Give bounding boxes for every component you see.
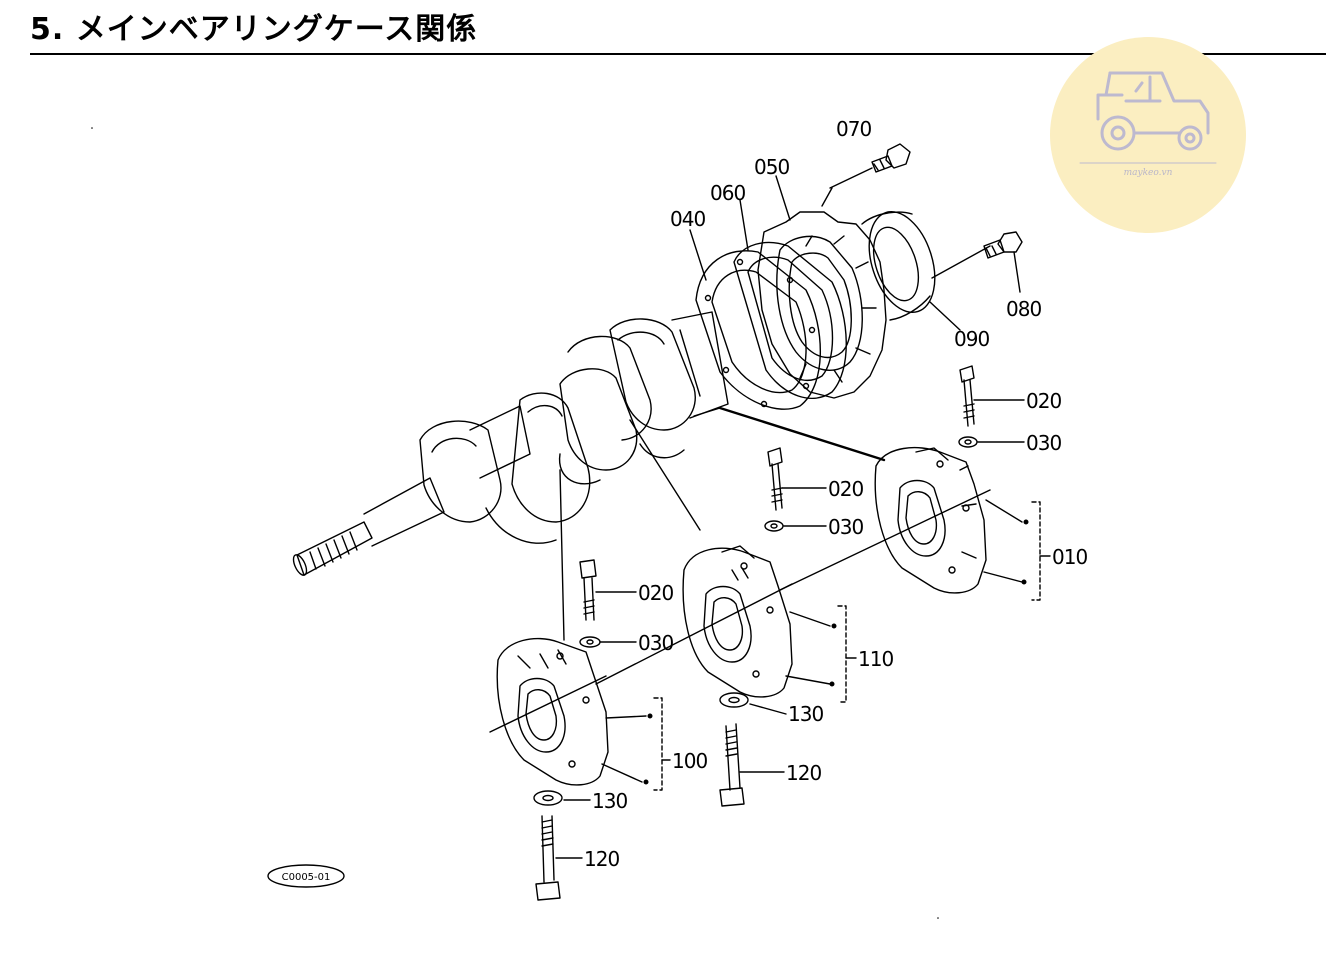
callout-030-middle: 030 [828, 515, 863, 539]
main-bearing-case-050 [757, 187, 887, 399]
bolt-120-middle [719, 723, 785, 807]
callout-010: 010 [1052, 545, 1087, 569]
watermark-site-text: maykeo.vn [1123, 168, 1173, 178]
tractor-icon [1079, 71, 1217, 164]
bolt-020-middle [767, 447, 827, 511]
bolt-120-left [535, 815, 583, 901]
washer-130-middle [719, 692, 787, 715]
reference-code: C0005-01 [282, 872, 331, 883]
bearing-case-110 [595, 545, 837, 698]
bolt-020-right [959, 365, 1025, 427]
callout-040: 040 [670, 207, 705, 231]
crankshaft [292, 311, 729, 576]
callout-020-right: 020 [1026, 389, 1061, 413]
bearing-case-100 [489, 637, 653, 786]
callout-100: 100 [672, 749, 707, 773]
callout-120-middle: 120 [786, 761, 821, 785]
bearing-case-010 [779, 446, 1029, 594]
callout-110: 110 [858, 647, 893, 671]
oil-seal-090 [861, 210, 991, 321]
callout-080: 080 [1006, 297, 1041, 321]
callout-090: 090 [954, 327, 989, 351]
callout-130-middle: 130 [788, 702, 823, 726]
page-title: 5. メインベアリングケース関係 [30, 12, 478, 47]
callout-020-middle: 020 [828, 477, 863, 501]
callout-070: 070 [836, 117, 871, 141]
bracket-110 [837, 605, 847, 703]
bolt-070 [829, 143, 911, 189]
washer-030-middle [764, 520, 827, 532]
callout-020-left: 020 [638, 581, 673, 605]
callout-120-left: 120 [584, 847, 619, 871]
bracket-010 [1031, 501, 1041, 601]
bolt-020-left [579, 559, 637, 621]
reference-oval [267, 864, 345, 888]
bolt-080 [983, 231, 1023, 293]
callout-030-right: 030 [1026, 431, 1061, 455]
callout-050: 050 [754, 155, 789, 179]
washer-030-left [579, 636, 637, 648]
callout-060: 060 [710, 181, 745, 205]
callout-130-left: 130 [592, 789, 627, 813]
title-rule [30, 53, 1326, 55]
callout-030-left: 030 [638, 631, 673, 655]
bracket-100 [653, 697, 663, 791]
watermark-logo: maykeo.vn [1050, 37, 1246, 233]
washer-130-left [533, 790, 591, 806]
washer-030-right [958, 436, 1025, 448]
